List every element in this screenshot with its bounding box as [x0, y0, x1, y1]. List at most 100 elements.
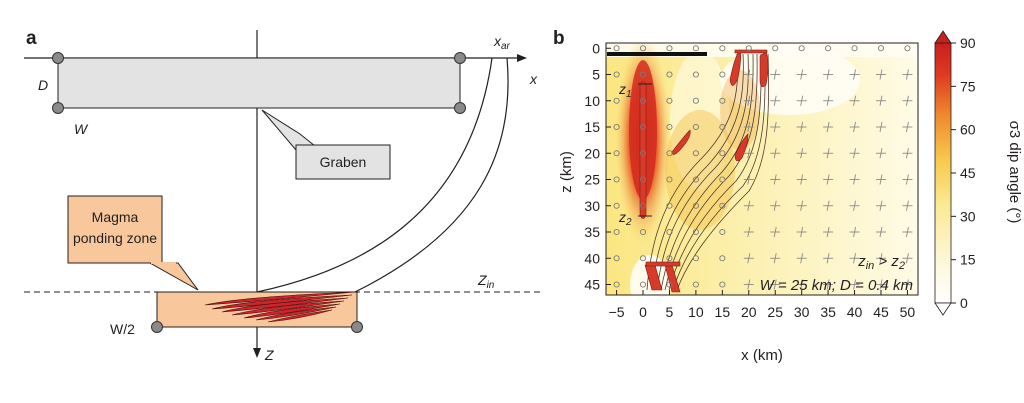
- stress-glyph-circle: [666, 202, 673, 209]
- stress-glyph-cross: [770, 95, 781, 106]
- panel-b: b: [553, 28, 1023, 364]
- stress-glyph-circle: [719, 176, 726, 183]
- colorbar-tick-label: 15: [960, 252, 976, 268]
- dike-features: [639, 49, 769, 293]
- stress-glyph-circle: [666, 45, 673, 52]
- stress-glyph-circle: [666, 281, 673, 288]
- graben-label: Graben: [320, 154, 367, 170]
- stress-glyph-circle: [666, 150, 673, 157]
- panel-a-label: a: [26, 28, 37, 49]
- stress-glyph-cross: [743, 253, 754, 264]
- magma-label-line1: Magma: [92, 209, 139, 225]
- stress-glyph-circle: [719, 45, 726, 52]
- colorbar-tick-label: 45: [960, 165, 976, 181]
- stress-glyph-cross: [849, 148, 860, 159]
- x-tick-label: 50: [900, 304, 916, 320]
- stress-glyph-circle: [613, 228, 620, 236]
- stress-glyph-cross: [823, 69, 834, 80]
- stress-glyph-cross: [770, 279, 781, 290]
- stress-glyph-cross: [823, 174, 834, 185]
- stress-glyph-circle: [692, 45, 699, 52]
- sill: [204, 291, 356, 306]
- stress-glyph-circle: [639, 202, 647, 209]
- stress-glyph-cross: [875, 174, 886, 185]
- stress-glyph-cross: [796, 279, 807, 290]
- x-tick-label: 10: [688, 304, 704, 320]
- stress-glyph-cross: [770, 121, 781, 133]
- colorbar-gradient: [934, 42, 952, 304]
- stress-glyph-circle: [639, 71, 647, 78]
- stress-glyph-circle: [692, 150, 699, 157]
- corner-node: [151, 321, 163, 333]
- surface-dike-bar: [734, 49, 768, 54]
- stress-glyph-circle: [666, 255, 673, 262]
- stress-glyph-circle: [613, 123, 620, 131]
- colorbar-tick-label: 30: [960, 208, 976, 224]
- stress-glyph-cross: [743, 200, 754, 211]
- x-tick-label: −5: [609, 304, 625, 320]
- stress-glyph-circle: [613, 71, 620, 78]
- x-axis-label: x: [529, 71, 538, 87]
- stress-glyph-cross: [796, 95, 807, 106]
- stress-glyph-cross: [849, 279, 860, 290]
- stress-glyph-cross: [796, 121, 807, 133]
- stress-glyph-cross: [875, 121, 886, 133]
- graben-callout-pointer: [261, 109, 322, 151]
- dike-vertical: [639, 81, 647, 219]
- stress-glyph-circle: [772, 45, 779, 52]
- dike-segment: [759, 51, 769, 87]
- stress-glyph-cross: [823, 95, 834, 106]
- y-tick-label: 0: [592, 40, 600, 56]
- y-tick-label: 30: [584, 198, 600, 214]
- stress-glyph-circle: [639, 176, 647, 183]
- stress-glyph-cross: [902, 69, 913, 80]
- stress-glyph-circle: [745, 45, 752, 52]
- x-tick-label: 30: [794, 304, 810, 320]
- stress-glyph-circle: [639, 123, 647, 131]
- stress-glyph-cross: [823, 226, 834, 238]
- stress-glyph-cross: [849, 121, 860, 133]
- dike-trajectories: [646, 53, 770, 291]
- stress-glyph-circle: [692, 281, 699, 288]
- stress-glyph-cross: [743, 279, 754, 290]
- y-tick-label: 25: [584, 172, 600, 188]
- colorbar-min-arrow: [934, 302, 952, 316]
- stress-glyph-circle: [692, 228, 699, 236]
- y-axis-title: z (km): [558, 151, 575, 193]
- width-label-W: W: [74, 121, 89, 137]
- stress-glyph-circle: [639, 255, 647, 262]
- stress-glyph-cross: [875, 148, 886, 159]
- stress-glyph-circle: [613, 281, 620, 288]
- stress-glyph-cross: [796, 148, 807, 159]
- stress-glyph-circle: [613, 255, 620, 262]
- x-axis-title: x (km): [741, 347, 783, 364]
- stress-glyph-cross: [902, 200, 913, 211]
- graben-block: [57, 57, 461, 109]
- stress-glyph-cross: [875, 200, 886, 211]
- stress-glyph-circle: [666, 228, 673, 236]
- stress-glyph-cross: [849, 200, 860, 211]
- stress-glyph-circle: [692, 71, 699, 78]
- y-tick-label: 15: [584, 119, 600, 135]
- condition-annotation: zin > z2: [857, 253, 905, 272]
- stress-glyph-circle: [719, 123, 726, 131]
- y-tick-label: 40: [584, 250, 600, 266]
- colorbar-tick-label: 0: [960, 295, 968, 311]
- y-tick-label: 5: [592, 67, 600, 83]
- stress-glyph-cross: [770, 253, 781, 264]
- stress-glyph-cross: [823, 121, 834, 133]
- stress-glyphs: [613, 45, 913, 290]
- corner-node: [52, 52, 64, 64]
- z-axis-label: Z: [264, 347, 274, 363]
- z-axis-arrowhead: [253, 348, 261, 358]
- stress-glyph-cross: [902, 174, 913, 185]
- x-tick-label: 0: [639, 304, 647, 320]
- magma-callout-pointer: [148, 262, 199, 291]
- stress-glyph-cross: [743, 121, 754, 133]
- stress-glyph-cross: [902, 95, 913, 106]
- colorbar-tick-label: 60: [960, 122, 976, 138]
- x-tick-label: 25: [767, 304, 783, 320]
- depth-label-D: D: [38, 77, 48, 93]
